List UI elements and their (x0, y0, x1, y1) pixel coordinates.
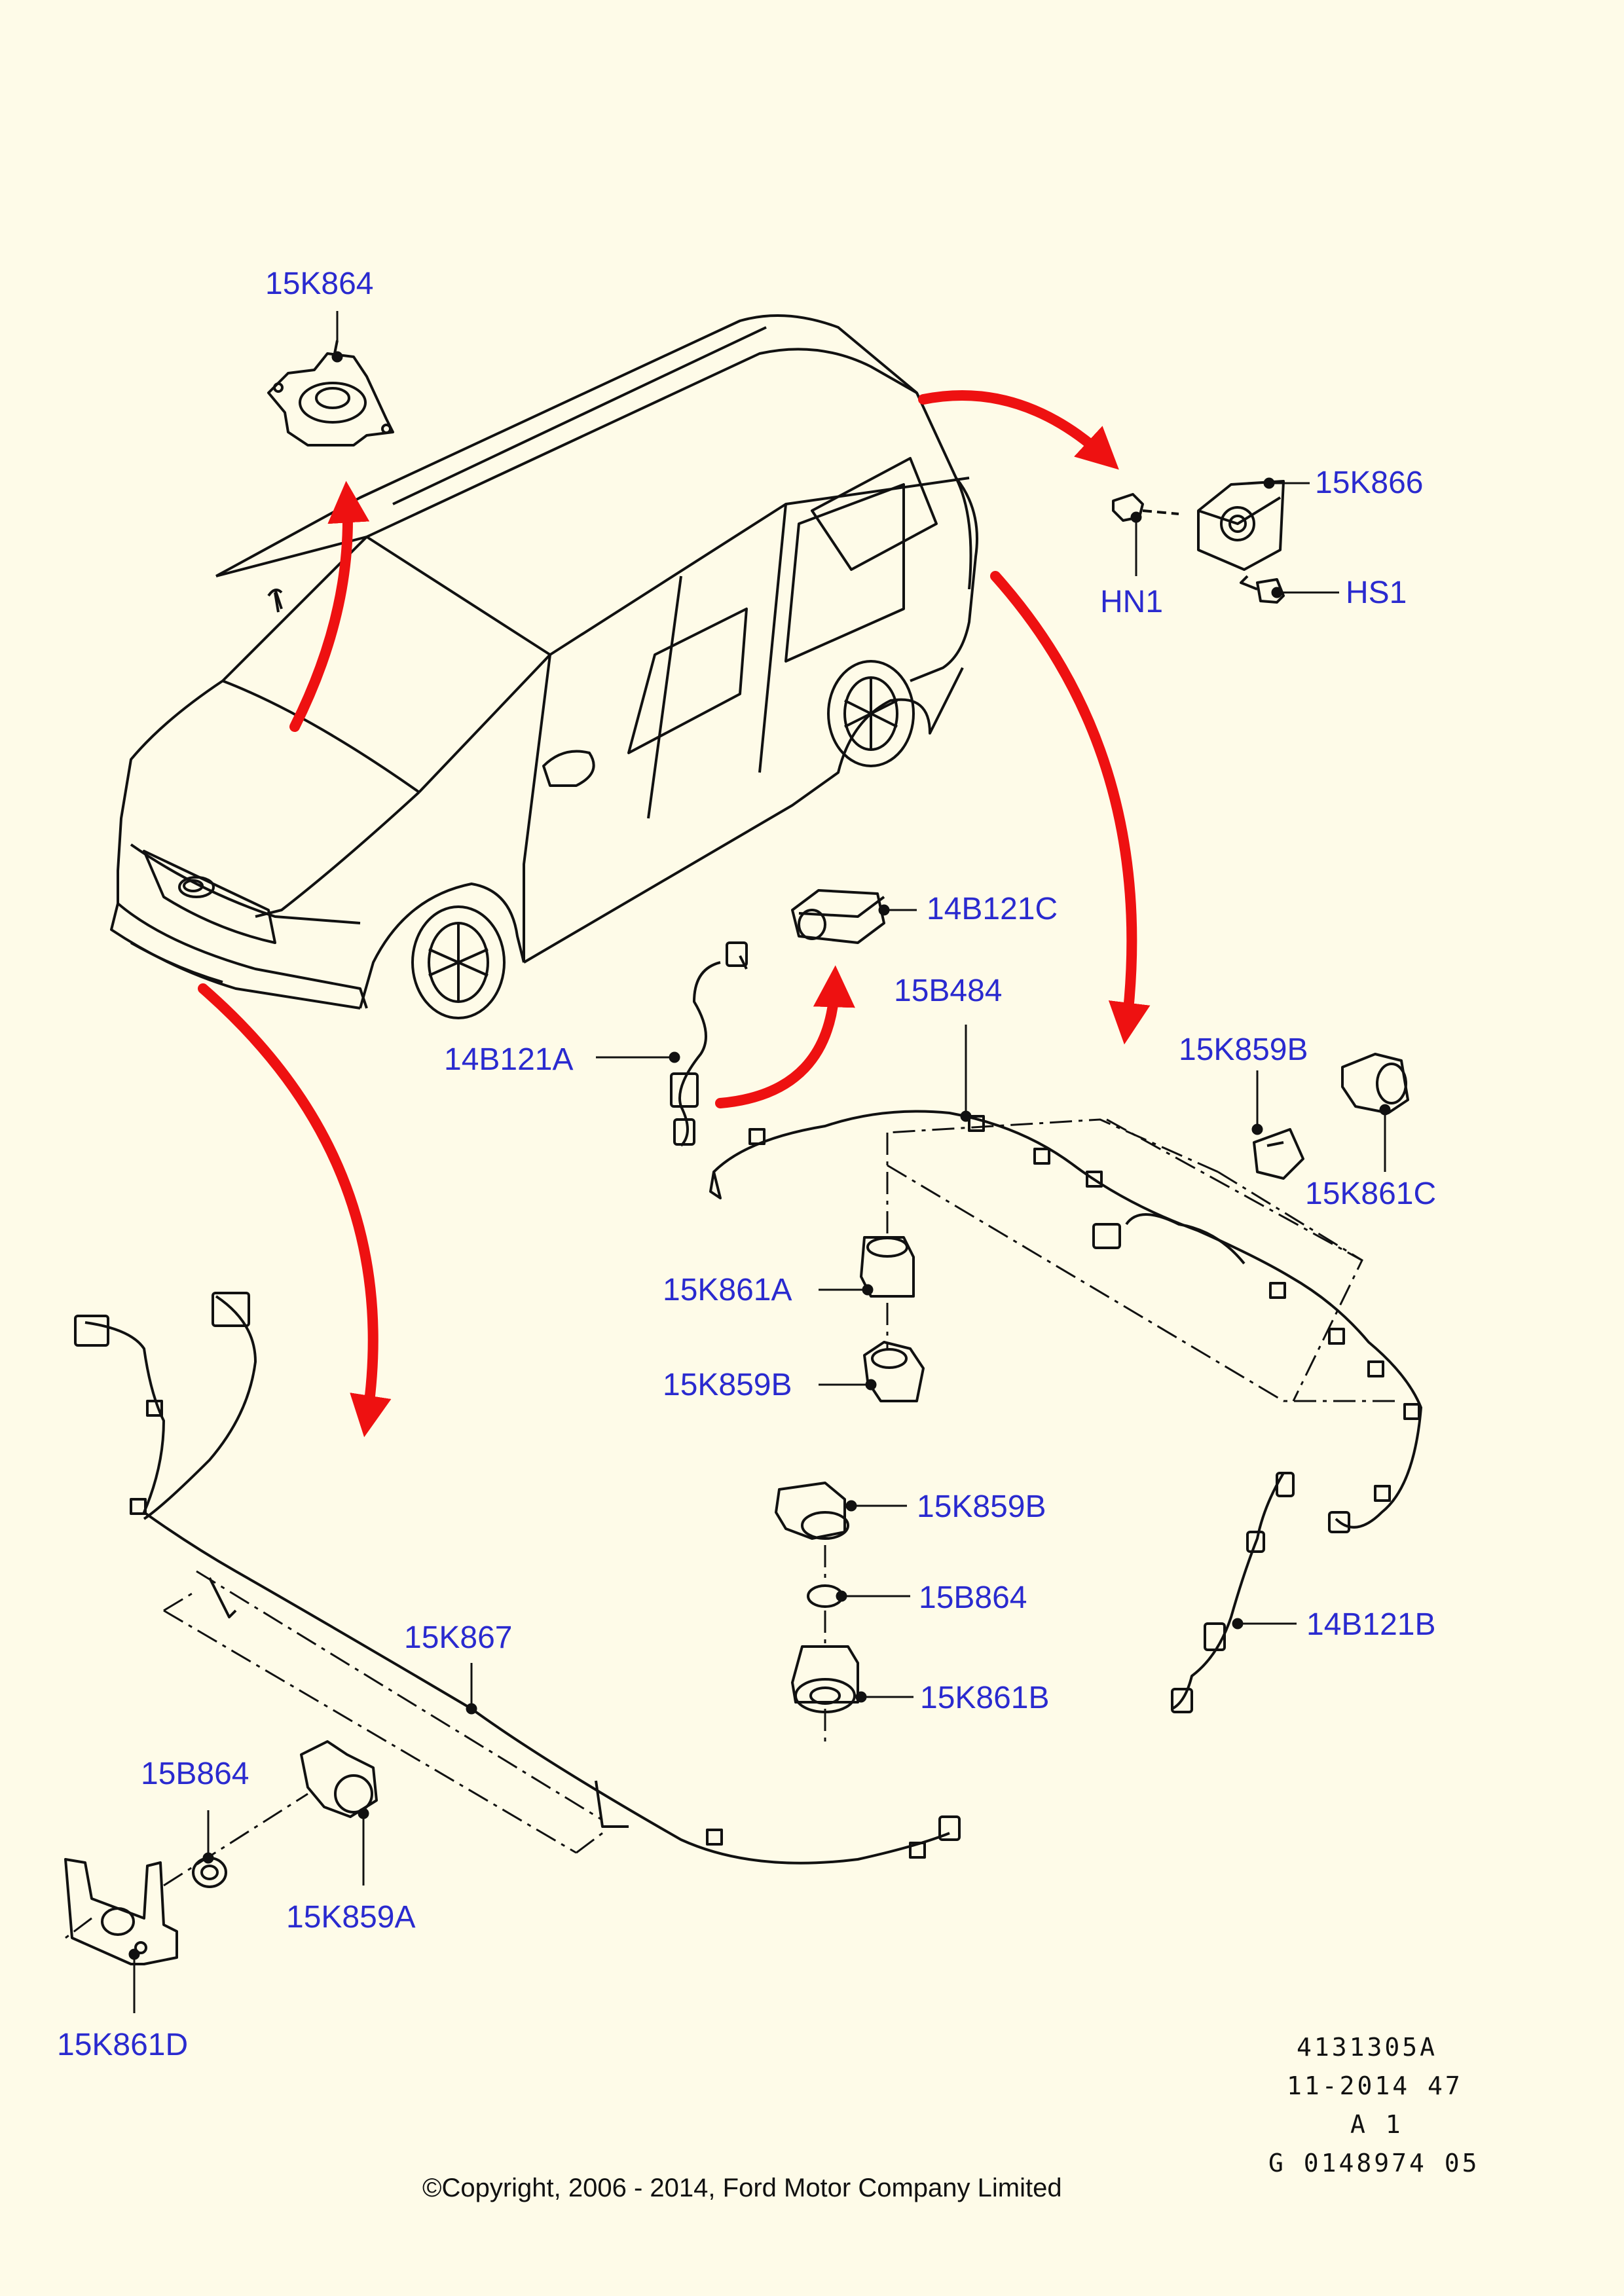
label-15K859B-right[interactable]: 15K859B (1179, 1032, 1308, 1067)
label-14B121B[interactable]: 14B121B (1306, 1607, 1436, 1642)
label-HN1[interactable]: HN1 (1100, 585, 1164, 619)
label-15K861A[interactable]: 15K861A (663, 1273, 792, 1307)
sensor-15K859B-mid (863, 1341, 925, 1402)
label-15K859A[interactable]: 15K859A (286, 1900, 416, 1935)
ref-line-3: A 1 (1350, 2110, 1403, 2139)
sensor-15K859A (300, 1740, 378, 1818)
pigtail-14B121A (670, 941, 748, 1147)
connector-14B121C (791, 889, 885, 944)
module-15K866 (1197, 480, 1285, 571)
label-15K861C[interactable]: 15K861C (1305, 1176, 1437, 1211)
label-15K859B-mid[interactable]: 15K859B (663, 1368, 792, 1402)
arrow-to-rear-harness (990, 571, 1151, 1045)
arrow-to-14B121C (715, 965, 855, 1108)
components (64, 340, 1422, 1965)
bracket-15K861D (64, 1858, 178, 1965)
holder-15K861B (791, 1645, 859, 1713)
label-15B484[interactable]: 15B484 (894, 974, 1003, 1008)
nut-HN1 (1112, 493, 1179, 522)
screw-HS1 (1240, 575, 1285, 604)
pigtail-14B121B (1171, 1472, 1295, 1713)
label-15K866[interactable]: 15K866 (1315, 465, 1424, 500)
label-15K861D[interactable]: 15K861D (57, 2028, 189, 2062)
sensor-15K859B-right (1253, 1128, 1304, 1180)
arrow-to-15K866 (918, 390, 1119, 470)
vehicle-illustration (110, 314, 978, 1019)
sensor-15K859B-low (775, 1482, 849, 1540)
label-14B121A[interactable]: 14B121A (444, 1042, 574, 1077)
ref-line-4: G 0148974 05 (1268, 2149, 1480, 2178)
ref-line-1: 4131305A (1297, 2033, 1438, 2062)
ref-line-2: 11-2014 47 (1287, 2071, 1463, 2100)
label-15B864-mid[interactable]: 15B864 (919, 1580, 1027, 1615)
red-arrows (198, 390, 1151, 1438)
label-15K861B[interactable]: 15K861B (920, 1681, 1050, 1715)
label-15K864[interactable]: 15K864 (265, 266, 374, 301)
harness-15B484 (709, 1110, 1422, 1533)
label-15B864-left[interactable]: 15B864 (141, 1757, 249, 1791)
arrow-to-15K864 (289, 481, 370, 732)
label-15K867[interactable]: 15K867 (404, 1620, 513, 1655)
label-HS1[interactable]: HS1 (1346, 575, 1407, 610)
buzzer-15K864 (267, 340, 394, 446)
label-14B121C[interactable]: 14B121C (927, 892, 1058, 926)
holder-15K861C (1341, 1053, 1409, 1114)
holder-15K861A (860, 1236, 915, 1298)
label-15K859B-low[interactable]: 15K859B (917, 1489, 1046, 1524)
harness-15K867 (74, 1292, 961, 1865)
assembly-lines (65, 1118, 1401, 1939)
copyright-notice: ©Copyright, 2006 - 2014, Ford Motor Comp… (422, 2174, 1062, 2202)
arrow-to-front-harness (198, 983, 392, 1438)
leader-lines (128, 311, 1391, 2013)
